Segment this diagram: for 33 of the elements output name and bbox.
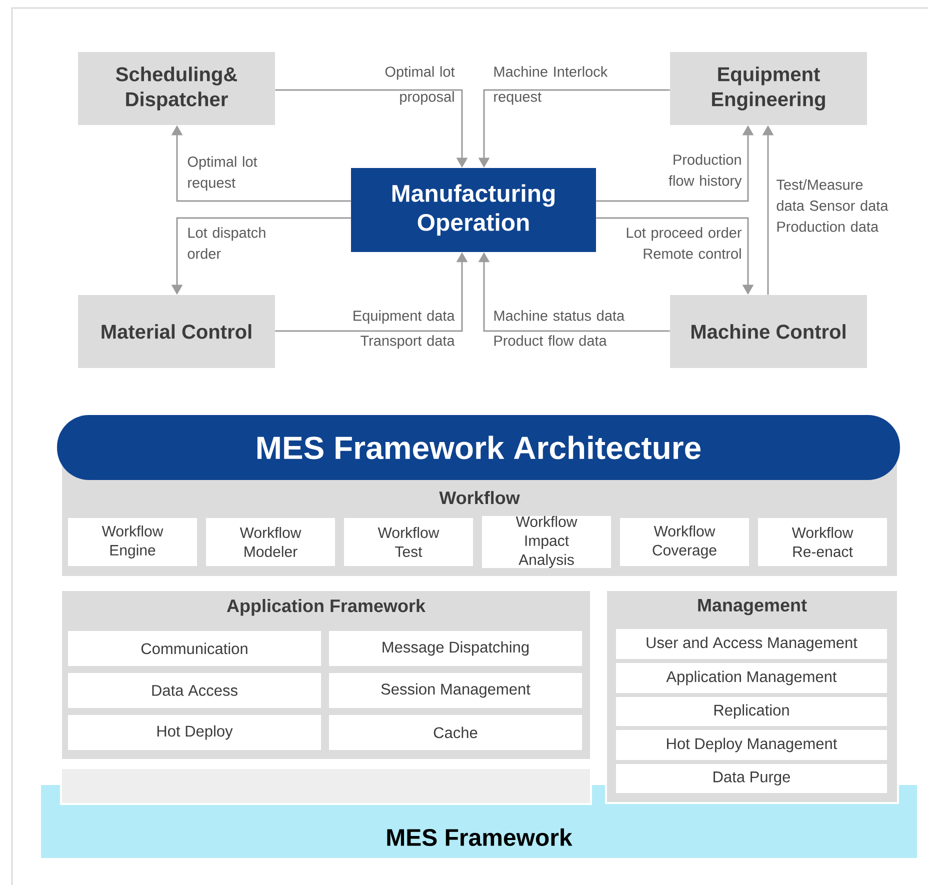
edge-label: Machine Interlock request: [494, 66, 608, 105]
process-box: Equipment Engineering: [670, 52, 867, 125]
framework-bar: [60, 766, 592, 805]
edge-label: Optimal lot request: [188, 156, 258, 191]
module-box: Workflow Re-enact: [758, 518, 887, 566]
process-box: Material Control: [78, 295, 275, 368]
module-box: Cache: [329, 714, 582, 750]
edge-label: Production flow history: [668, 154, 742, 189]
process-box: Manufacturing Operation: [351, 168, 596, 252]
module-box: Workflow Engine: [68, 518, 197, 566]
module-box: Session Management: [329, 672, 582, 708]
edge-label: Optimal lot proposal: [385, 66, 455, 105]
module-box: Communication: [68, 630, 321, 666]
edge-label: Test/Measure data Sensor data Production data: [776, 179, 888, 232]
module-box: Workflow Impact Analysis: [482, 516, 611, 568]
module-box: Replication: [616, 696, 887, 726]
edge-label: Equipment data Transport data: [354, 310, 455, 349]
process-box: Scheduling& Dispatcher: [78, 52, 275, 125]
process-box: Machine Control: [670, 295, 867, 368]
module-box: Application Management: [616, 662, 887, 693]
module-box: User and Access Management: [616, 628, 887, 659]
module-box: Data Access: [68, 672, 321, 708]
title-banner: MES Framework Architecture: [57, 414, 900, 480]
edge-label: Machine status data Product flow data: [494, 310, 625, 346]
module-box: Hot Deploy: [68, 714, 321, 750]
edge-label: Lot dispatch order: [188, 227, 266, 259]
module-box: Workflow Test: [344, 518, 473, 566]
edge-label: Lot proceed order Remote control: [626, 227, 742, 259]
module-box: Data Purge: [616, 764, 887, 793]
module-box: Hot Deploy Management: [616, 730, 887, 760]
module-box: Workflow Coverage: [620, 518, 749, 566]
module-box: Workflow Modeler: [206, 518, 335, 566]
module-box: Message Dispatching: [329, 630, 582, 666]
